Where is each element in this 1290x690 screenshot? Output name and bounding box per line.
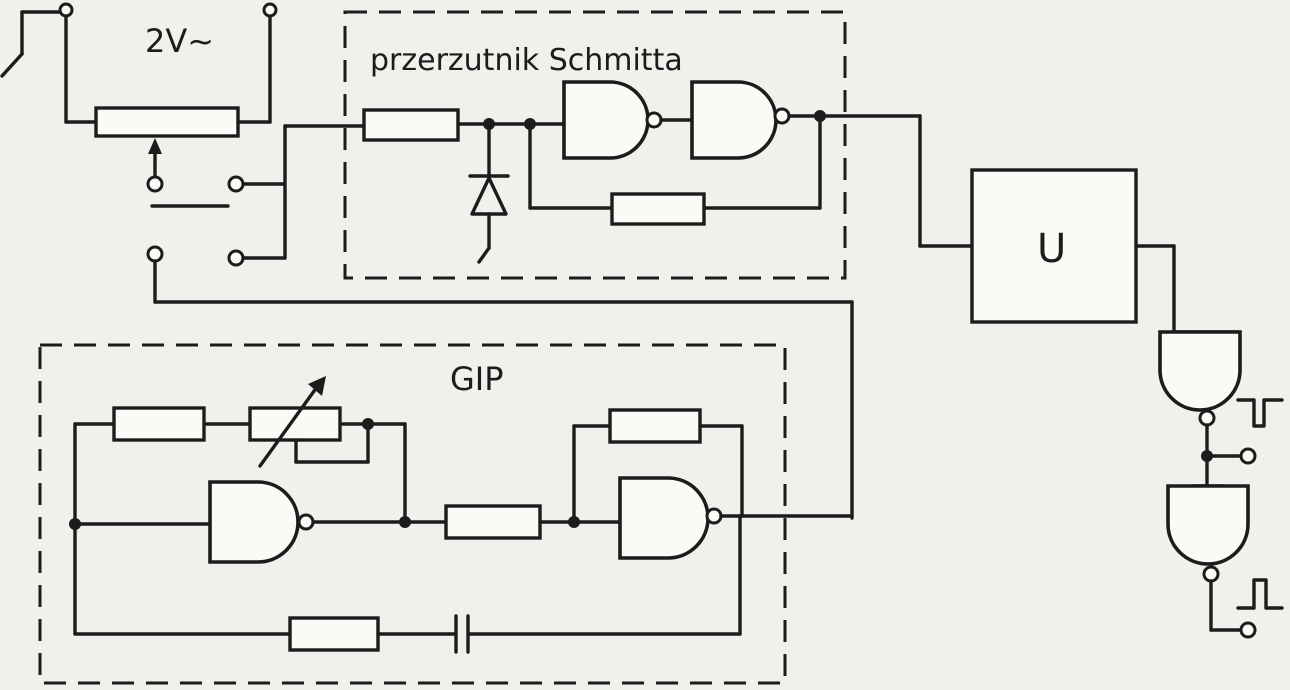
- output-nand-gate-1: [1158, 330, 1242, 412]
- u-block-label: U: [1037, 226, 1066, 272]
- schmitt-trigger-label: przerzutnik Schmitta: [370, 43, 683, 78]
- selector-switch: [146, 124, 854, 520]
- positive-pulse-waveform: [1236, 578, 1284, 610]
- clamp-diode: [470, 176, 508, 216]
- gip-label: GIP: [450, 360, 504, 398]
- pulse-generator: [69, 376, 854, 654]
- potentiometer: [94, 106, 240, 138]
- output-stage: [1158, 330, 1284, 639]
- ac-source-section: [0, 2, 278, 180]
- gip-resistor-fixed: [112, 406, 206, 442]
- source-terminal-right: [262, 2, 278, 18]
- feedback-resistor: [610, 192, 706, 226]
- gip-nand-gate-2-bubble: [705, 507, 723, 525]
- input-resistor: [362, 108, 460, 142]
- gip-timing-resistor: [288, 616, 380, 652]
- schmitt-nand-gate-2: [690, 80, 778, 160]
- u-block-box: [970, 168, 1138, 324]
- gip-feedback-resistor: [608, 408, 702, 444]
- gip-nand-gate-1-bubble: [297, 513, 315, 531]
- u-block: U: [970, 168, 1176, 334]
- gip-variable-resistor: [248, 406, 342, 442]
- switch-terminal-b: [227, 249, 245, 267]
- output-nand-gate-1-bubble: [1198, 409, 1216, 427]
- variable-resistor-arrow: [308, 376, 326, 396]
- switch-terminal-wiper: [146, 175, 164, 193]
- source-voltage-label: 2V~: [145, 22, 214, 60]
- schmitt-trigger-frame: [343, 10, 847, 280]
- schmitt-nand-gate-1: [562, 80, 650, 160]
- output-terminal-1: [1239, 447, 1257, 465]
- schmitt-nand-gate-1-bubble: [645, 111, 663, 129]
- schmitt-nand-gate-2-bubble: [773, 107, 791, 125]
- gip-nand-gate-1: [208, 480, 300, 564]
- switch-terminal-a: [227, 175, 245, 193]
- potentiometer-wiper-arrow: [148, 138, 162, 154]
- output-nand-gate-2: [1166, 484, 1250, 566]
- output-nand-gate-2-bubble: [1202, 565, 1220, 583]
- output-terminal-2: [1239, 621, 1257, 639]
- source-terminal-left: [58, 2, 74, 18]
- negative-pulse-waveform: [1236, 398, 1284, 428]
- gip-nand-gate-2: [618, 476, 710, 560]
- switch-terminal-gip: [146, 245, 164, 263]
- schmitt-trigger: [362, 80, 974, 264]
- gip-coupling-resistor: [444, 504, 542, 540]
